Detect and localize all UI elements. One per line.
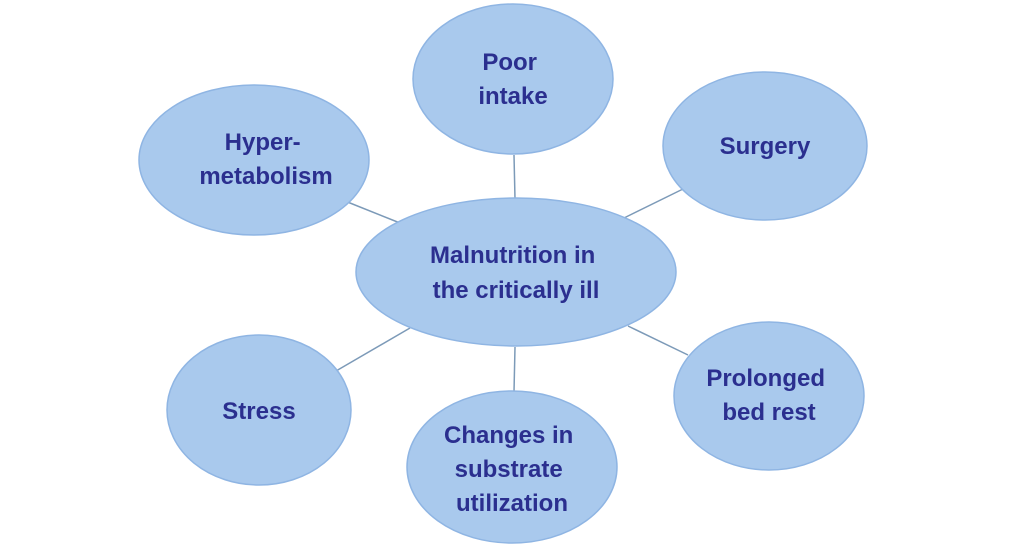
center-node: Malnutrition in the critically ill bbox=[355, 197, 677, 347]
connector-surgery bbox=[623, 188, 684, 219]
cause-node-poor-intake: Poor intake bbox=[412, 3, 614, 155]
cause-label-poor-intake: Poor intake bbox=[478, 49, 547, 110]
cause-label-prolonged-bed-rest: Prolonged bed rest bbox=[706, 365, 831, 426]
connector-poor-intake bbox=[513, 154, 516, 200]
connector-prolonged-bed-rest bbox=[627, 325, 689, 356]
cause-node-surgery: Surgery bbox=[662, 71, 868, 221]
cause-node-prolonged-bed-rest: Prolonged bed rest bbox=[673, 321, 865, 471]
cause-label-hypermetabolism: Hyper- metabolism bbox=[199, 129, 332, 190]
connector-stress bbox=[335, 327, 411, 372]
cause-label-surgery: Surgery bbox=[720, 133, 811, 160]
cause-node-changes-in-substrate-utilization: Changes in substrate utilization bbox=[406, 390, 618, 544]
cause-node-hypermetabolism: Hyper- metabolism bbox=[138, 84, 370, 236]
cause-label-changes-in-substrate-utilization: Changes in substrate utilization bbox=[444, 422, 580, 517]
center-node-label: Malnutrition in the critically ill bbox=[430, 242, 602, 304]
cause-node-stress: Stress bbox=[166, 334, 352, 486]
connector-hypermetabolism bbox=[344, 200, 401, 224]
connector-changes-in-substrate-utilization bbox=[513, 346, 516, 393]
cause-label-stress: Stress bbox=[222, 398, 295, 425]
